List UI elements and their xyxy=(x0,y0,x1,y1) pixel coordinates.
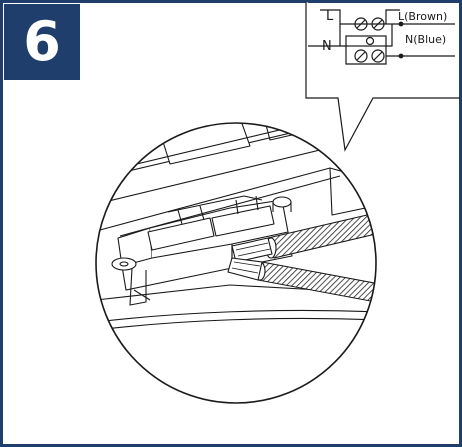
neutral-terminal-letter: N xyxy=(322,39,332,54)
live-terminal-letter: L xyxy=(326,9,334,24)
callout-pointer xyxy=(305,1,460,152)
neutral-wire-label: N(Blue) xyxy=(405,33,446,46)
live-wire-label: L(Brown) xyxy=(398,10,447,23)
step-number-badge: 6 xyxy=(4,4,80,80)
magnifier-outline xyxy=(95,122,377,404)
magnified-detail xyxy=(95,122,377,404)
terminal-block xyxy=(308,9,455,65)
wiring-callout: L N L(Brown) N(Blue) xyxy=(305,1,460,152)
